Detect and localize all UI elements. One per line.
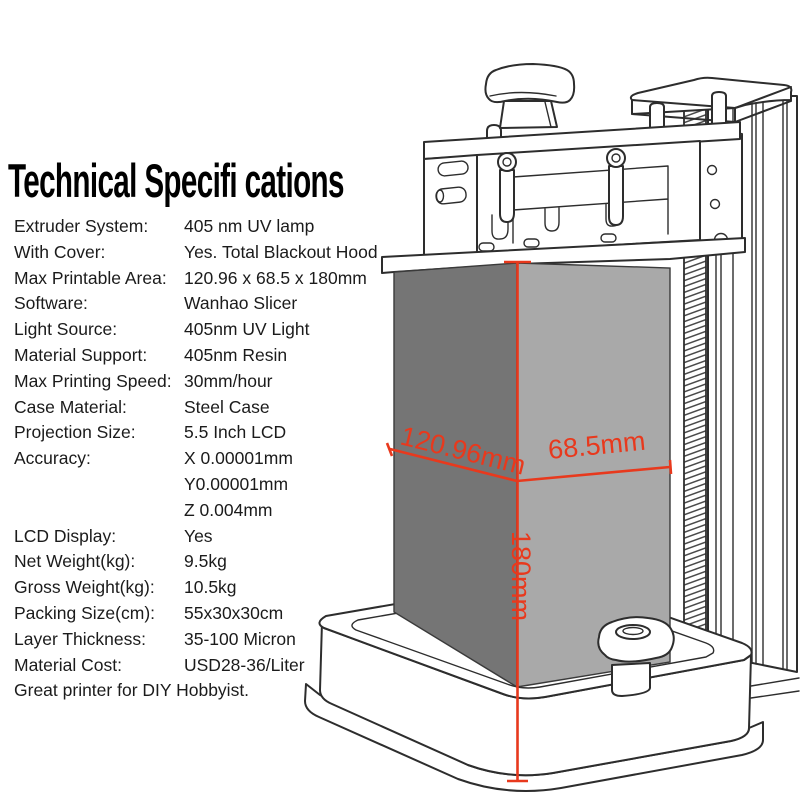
spec-row: Z 0.004mm [14, 498, 400, 524]
machine-base-lines [750, 677, 800, 699]
spec-label: Projection Size: [14, 422, 136, 443]
spec-label: Layer Thickness: [14, 628, 146, 649]
spec-row: LCD Display: Yes [14, 524, 400, 550]
spec-row: Gross Weight(kg): 10.5kg [14, 575, 400, 601]
spec-value: Wanhao Slicer [184, 293, 298, 314]
spec-row: Extruder System: 405 nm UV lamp [14, 214, 400, 240]
spec-label: Max Printable Area: [14, 267, 167, 288]
spec-row: Net Weight(kg): 9.5kg [14, 549, 400, 575]
carriage-screw-right-icon [606, 148, 626, 226]
spec-value: Yes. Total Blackout Hood [184, 241, 378, 262]
dimension-height-label: 180mm [506, 531, 536, 621]
spec-label: Case Material: [14, 396, 127, 417]
carriage-bracket [423, 121, 743, 259]
spec-row: Material Cost: USD28-36/Liter [14, 653, 400, 679]
spec-table: Extruder System: 405 nm UV lamp With Cov… [14, 214, 400, 678]
dimension-height: 180mm [504, 260, 536, 783]
spec-label: Net Weight(kg): [14, 551, 136, 572]
spec-value: 5.5 Inch LCD [184, 422, 287, 443]
spec-label: LCD Display: [14, 525, 117, 546]
build-platform [381, 237, 746, 274]
spec-row: Packing Size(cm): 55x30x30cm [14, 601, 400, 627]
spec-label: Material Cost: [14, 654, 122, 675]
spec-value: 405 nm UV lamp [184, 216, 315, 236]
spec-label: Light Source: [14, 319, 118, 340]
spec-row: Layer Thickness: 35-100 Micron [14, 627, 400, 653]
spec-row: Material Support: 405nm Resin [14, 343, 400, 369]
spec-value: Y0.00001mm [184, 473, 289, 494]
spec-value: 10.5kg [184, 577, 237, 598]
footnote: Great printer for DIY Hobbyist. [14, 680, 250, 700]
spec-label: Extruder System: [14, 216, 149, 236]
spec-label: Max Printing Speed: [14, 370, 172, 391]
spec-row: Software: Wanhao Slicer [14, 291, 400, 317]
spec-value: 405nm Resin [184, 344, 288, 365]
spec-value: Steel Case [184, 396, 270, 417]
spec-row: With Cover: Yes. Total Blackout Hood [14, 240, 400, 266]
spec-value: 55x30x30cm [184, 602, 284, 623]
spec-row: Light Source: 405nm UV Light [14, 317, 400, 343]
spec-value: Yes [184, 525, 213, 546]
spec-row: Max Printable Area: 120.96 x 68.5 x 180m… [14, 266, 400, 292]
spec-value: 120.96 x 68.5 x 180mm [184, 267, 367, 288]
spec-row: Projection Size: 5.5 Inch LCD [14, 420, 400, 446]
spec-value: Z 0.004mm [184, 499, 273, 520]
platform-knob-icon [484, 63, 576, 129]
spec-value: 9.5kg [184, 551, 227, 572]
carriage-screw-left-icon [497, 152, 517, 223]
spec-value: 35-100 Micron [184, 628, 296, 649]
spec-value: 405nm UV Light [184, 319, 310, 340]
spec-value: USD28-36/Liter [184, 654, 305, 675]
spec-row: Max Printing Speed: 30mm/hour [14, 369, 400, 395]
spec-label: Material Support: [14, 344, 148, 365]
spec-label: Gross Weight(kg): [14, 577, 155, 598]
spec-row: Accuracy: X 0.00001mm [14, 446, 400, 472]
spec-value: 30mm/hour [184, 370, 273, 391]
spec-row: Y0.00001mm [14, 472, 400, 498]
page-title: Technical Specifi cations [8, 154, 344, 208]
spec-value: X 0.00001mm [184, 448, 293, 469]
spec-label: Packing Size(cm): [14, 602, 156, 623]
spec-label: Software: [14, 293, 88, 314]
spec-label: With Cover: [14, 241, 106, 262]
spec-label: Accuracy: [14, 448, 91, 469]
spec-row: Case Material: Steel Case [14, 395, 400, 421]
guide-rod-right-icon [711, 91, 727, 131]
vat-knob-icon [597, 616, 675, 697]
